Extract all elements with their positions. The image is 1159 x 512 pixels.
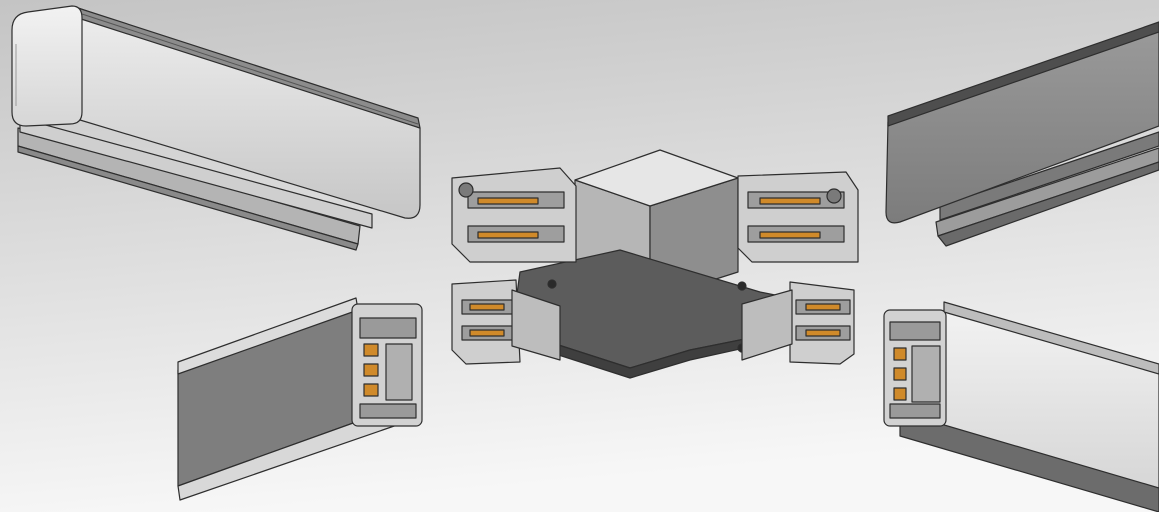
conductor-slot <box>893 347 907 361</box>
screw-icon <box>458 182 474 198</box>
conductor-slot <box>363 363 379 377</box>
adapter-arm-bottom-left <box>451 279 561 365</box>
rail-profile-left <box>351 303 423 427</box>
rail-bottom-right <box>883 301 1159 512</box>
adapter-arm-top-right <box>737 171 859 263</box>
conductor-slot <box>893 387 907 401</box>
screw-icon <box>826 188 842 204</box>
conductor-slot <box>893 367 907 381</box>
rail-profile-right <box>883 309 947 427</box>
rail-bottom-left <box>177 297 423 501</box>
rail-top-left <box>11 5 421 251</box>
rail-top-right <box>885 21 1159 247</box>
adapter-arm-bottom-right <box>741 281 855 365</box>
x-connector <box>451 149 859 379</box>
adapter-arm-top-left <box>451 167 577 263</box>
conductor-slot <box>363 343 379 357</box>
screw-icon <box>737 281 747 291</box>
screw-icon <box>547 279 557 289</box>
conductor-slot <box>363 383 379 397</box>
